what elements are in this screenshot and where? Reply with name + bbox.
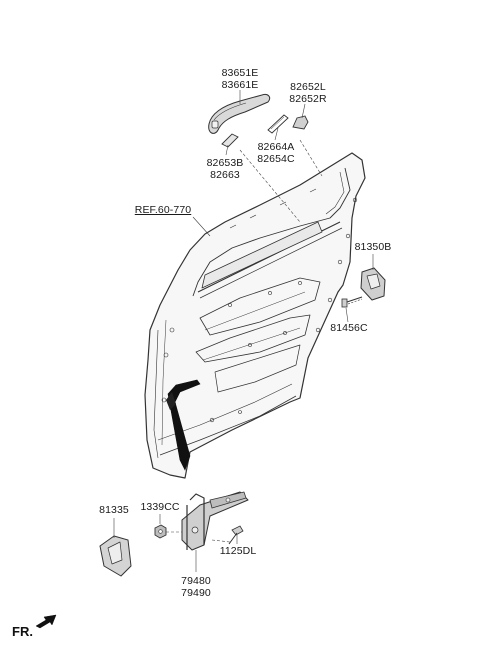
leader-lines — [113, 90, 374, 572]
striker-bolt — [341, 296, 363, 308]
check-bracket — [99, 535, 132, 577]
callout-outside-handle: 83651E 83661E — [215, 67, 265, 91]
callout-check-bracket: 81335 — [94, 504, 134, 516]
part-number: 81350B — [354, 241, 392, 253]
front-direction-label: FR. — [12, 624, 33, 639]
handle-cap — [292, 115, 309, 130]
part-number: 79480 — [181, 575, 211, 587]
part-number: 79490 — [181, 587, 211, 599]
front-direction-arrow-icon — [35, 614, 57, 629]
callout-handle-cap: 82652L 82652R — [283, 81, 333, 105]
part-number: 82654C — [257, 153, 295, 165]
outside-handle — [208, 94, 271, 134]
part-number: 83661E — [221, 79, 259, 91]
callout-striker-bolt: 81456C — [326, 322, 372, 334]
part-number: 81456C — [330, 322, 368, 334]
callout-mounting-bolt: 1125DL — [214, 545, 262, 557]
part-number: 82652R — [289, 93, 327, 105]
assembly-line — [239, 149, 301, 223]
part-number: 82663 — [210, 169, 240, 181]
hex-nut — [154, 524, 167, 539]
part-number: 1125DL — [219, 545, 257, 557]
rear-door-panel — [144, 152, 366, 479]
door-check-assembly — [181, 491, 249, 551]
callout-reference: REF.60-770 — [128, 204, 198, 216]
part-number: 82653B — [206, 157, 244, 169]
reference-number: REF.60-770 — [134, 204, 192, 216]
part-number: 81335 — [99, 504, 129, 516]
part-number: 83651E — [221, 67, 259, 79]
handle-gasket-rear — [267, 114, 289, 134]
callout-door-check-assembly: 79480 79490 — [176, 575, 216, 599]
callout-hex-nut: 1339CC — [136, 501, 184, 513]
assembly-line — [299, 139, 323, 177]
callout-handle-gasket-front: 82653B 82663 — [200, 157, 250, 181]
door-check-strap-bar — [166, 379, 201, 471]
mounting-bolt — [228, 525, 244, 545]
part-number: 1339CC — [140, 501, 180, 513]
assembly-line — [211, 539, 231, 543]
handle-gasket-front — [221, 133, 239, 148]
part-number: 82652L — [290, 81, 326, 93]
callout-handle-gasket-rear: 82664A 82654C — [251, 141, 301, 165]
door-striker — [360, 267, 386, 301]
part-number: 82664A — [257, 141, 295, 153]
callout-door-striker: 81350B — [350, 241, 396, 253]
